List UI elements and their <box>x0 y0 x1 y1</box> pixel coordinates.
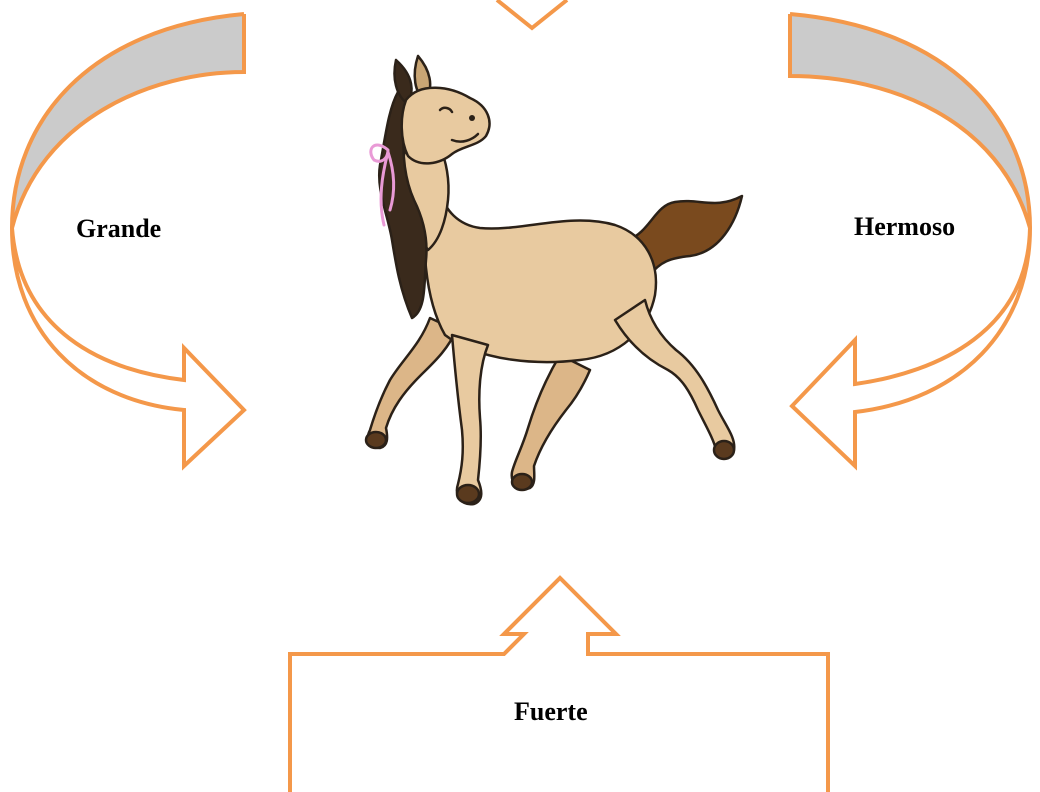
horse-eye <box>438 106 454 114</box>
horse-hoof <box>455 483 481 505</box>
horse-illustration <box>364 54 744 506</box>
horse-hoof <box>510 472 534 492</box>
bottom-callout-box <box>288 575 830 792</box>
horse-near-front-leg <box>450 333 490 506</box>
ribbon-icon <box>369 143 396 227</box>
right-curved-arrow <box>788 12 1033 471</box>
horse-near-hind-leg <box>613 298 736 459</box>
label-hermoso: Hermoso <box>854 212 956 241</box>
horse-far-hind-leg <box>510 353 592 491</box>
horse-far-front-leg <box>366 316 458 450</box>
label-grande: Grande <box>76 214 162 243</box>
left-arrow-gray-band <box>12 14 244 228</box>
label-fuerte: Fuerte <box>514 697 588 726</box>
horse-nostril <box>469 115 475 121</box>
horse-hoof <box>364 430 388 450</box>
horse-head <box>400 86 491 165</box>
left-curved-arrow <box>9 12 247 471</box>
right-arrow-gray-band <box>790 14 1030 228</box>
horse-mouth <box>450 132 480 143</box>
horse-hoof <box>712 439 736 461</box>
top-arrow-tip <box>495 0 569 31</box>
